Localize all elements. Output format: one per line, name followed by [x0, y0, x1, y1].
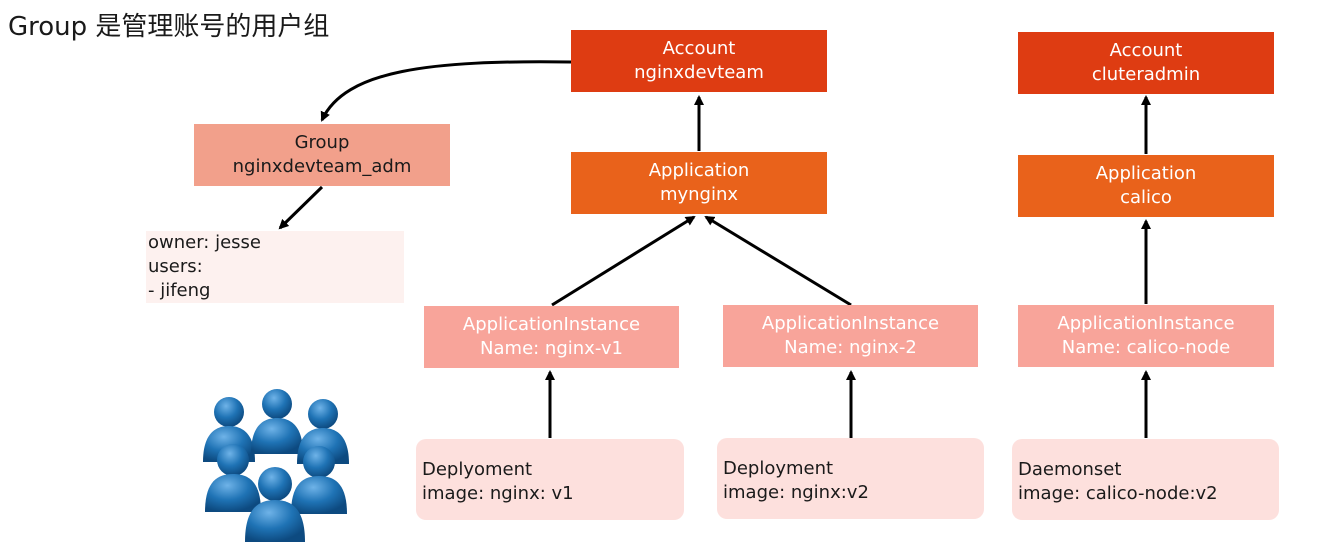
account-box-nginxdevteam: Account nginxdevteam [571, 30, 827, 92]
arrow-group-to-details [278, 185, 324, 230]
group-details-note: owner: jesse users: - jifeng [146, 231, 404, 303]
account-heading: Account [1109, 40, 1183, 61]
account-name: cluteradmin [1091, 64, 1201, 85]
instance-box-nginx-v1: ApplicationInstance Name: nginx-v1 [424, 306, 679, 368]
workload-kind: Daemonset [1018, 458, 1122, 480]
application-box-mynginx: Application mynginx [571, 152, 827, 214]
application-box-calico: Application calico [1018, 155, 1274, 217]
group-box: Group nginxdevteam_adm [194, 124, 450, 186]
arrow-account-to-group [320, 60, 572, 122]
workload-image: image: nginx:v2 [723, 481, 869, 503]
group-owner: owner: jesse [148, 232, 261, 253]
instance-heading: ApplicationInstance [462, 314, 641, 335]
user-group-icon [203, 389, 349, 542]
account-box-cluteradmin: Account cluteradmin [1018, 32, 1274, 94]
instance-heading: ApplicationInstance [761, 313, 940, 334]
instance-name: Name: nginx-v1 [480, 338, 623, 359]
workload-box-nginx-v1: Deplyoment image: nginx: v1 [416, 439, 684, 520]
application-name: calico [1120, 187, 1172, 208]
instance-box-nginx-2: ApplicationInstance Name: nginx-2 [723, 305, 978, 367]
application-heading: Application [1095, 163, 1197, 184]
arrow-instance2-to-app [704, 215, 852, 307]
instance-name: Name: calico-node [1061, 337, 1231, 358]
group-heading: Group [294, 132, 350, 153]
group-user-item: - jifeng [148, 280, 211, 301]
workload-image: image: nginx: v1 [422, 482, 574, 504]
workload-kind: Deplyoment [422, 458, 533, 480]
account-heading: Account [662, 38, 736, 59]
instance-box-calico-node: ApplicationInstance Name: calico-node [1018, 305, 1274, 367]
group-name: nginxdevteam_adm [232, 156, 412, 177]
workload-box-nginx-v2: Deployment image: nginx:v2 [717, 438, 984, 519]
account-name: nginxdevteam [634, 62, 764, 83]
workload-box-calico-node: Daemonset image: calico-node:v2 [1012, 439, 1279, 520]
group-users-label: users: [148, 256, 203, 277]
application-heading: Application [648, 160, 750, 181]
arrow-instance1-to-app [551, 215, 696, 307]
diagram-title: Group 是管理账号的用户组 [8, 12, 330, 42]
instance-heading: ApplicationInstance [1057, 313, 1235, 334]
application-name: mynginx [659, 184, 739, 205]
workload-image: image: calico-node:v2 [1018, 482, 1218, 504]
workload-kind: Deployment [723, 457, 834, 479]
instance-name: Name: nginx-2 [784, 337, 917, 358]
